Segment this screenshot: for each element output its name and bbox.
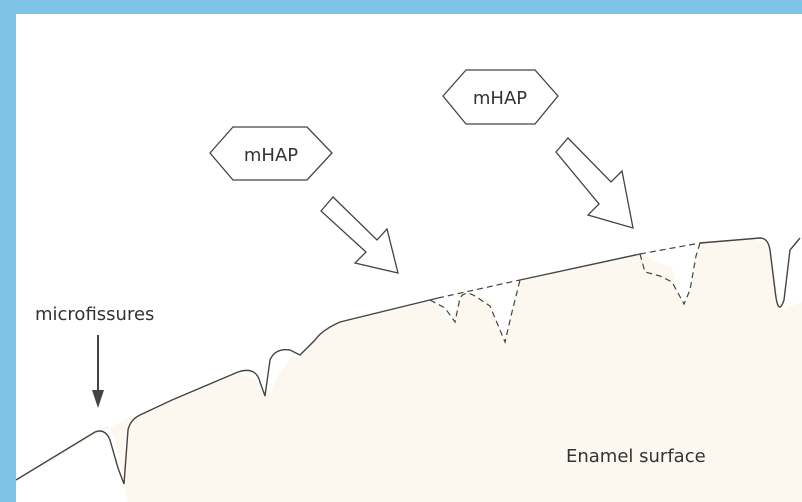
mhap-label-left: mHAP — [244, 145, 298, 166]
enamel-surface-line-right — [699, 237, 801, 308]
microfissures-label: microfissures — [35, 304, 154, 325]
hollow-arrow-right — [555, 137, 634, 229]
repaired-surface-dashed-2 — [639, 242, 701, 255]
enamel-surface-label: Enamel surface — [566, 446, 706, 467]
enamel-surface-line — [15, 297, 439, 485]
microfissure-dashed-2 — [639, 242, 701, 306]
enamel-body — [16, 239, 802, 502]
mhap-hexagon-right — [442, 69, 559, 125]
mhap-hexagon-left — [209, 126, 333, 181]
microfissures-arrow-head — [92, 390, 104, 408]
microfissure-dashed-1 — [429, 279, 521, 344]
enamel-surface-line-mid — [519, 253, 641, 281]
mhap-label-right: mHAP — [473, 88, 527, 109]
repaired-surface-dashed-1 — [437, 279, 521, 299]
hollow-arrow-left — [320, 196, 399, 274]
